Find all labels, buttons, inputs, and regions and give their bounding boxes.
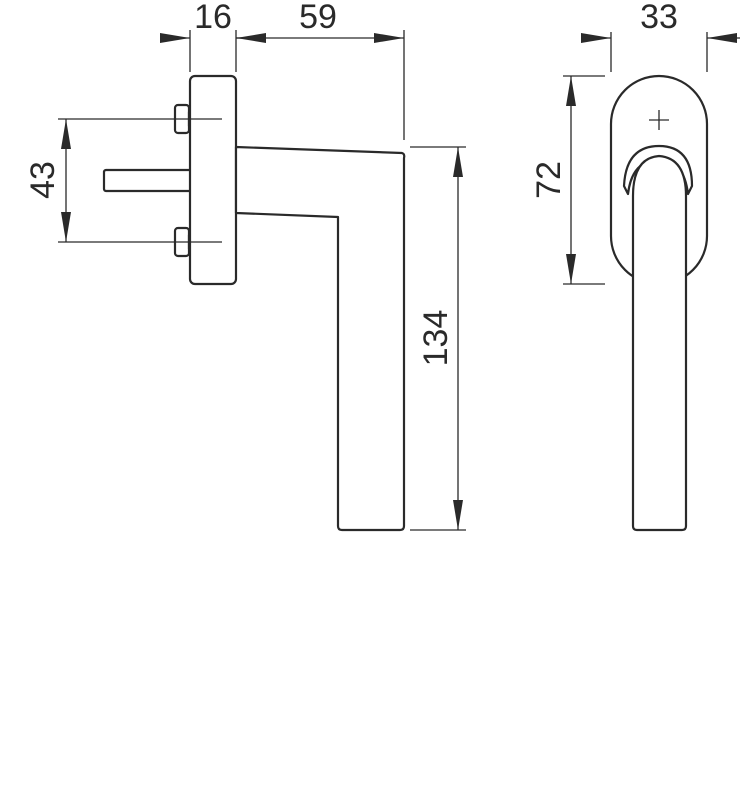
dim-label-screw-spacing: 43 xyxy=(24,161,62,199)
dim-screw-spacing: 43 xyxy=(24,118,222,243)
dim-label-handle-projection: 59 xyxy=(299,0,337,36)
top-screw-cross xyxy=(649,110,669,130)
spindle xyxy=(102,168,194,193)
dim-handle-projection: 59 xyxy=(236,0,405,140)
front-view xyxy=(609,74,709,532)
dim-label-handle-length: 134 xyxy=(417,310,455,367)
dim-rose-width: 33 xyxy=(581,0,740,72)
dim-label-rose-depth: 16 xyxy=(194,0,232,36)
dim-label-rose-width: 33 xyxy=(640,0,678,36)
dim-rose-height: 72 xyxy=(530,75,605,285)
side-view xyxy=(102,74,406,532)
lever-side xyxy=(234,145,406,532)
dim-label-rose-height: 72 xyxy=(530,161,568,199)
lever-front xyxy=(631,154,688,532)
dim-handle-length: 134 xyxy=(410,146,466,531)
dim-rose-depth: 16 xyxy=(160,0,266,72)
rose-plate xyxy=(188,74,238,286)
